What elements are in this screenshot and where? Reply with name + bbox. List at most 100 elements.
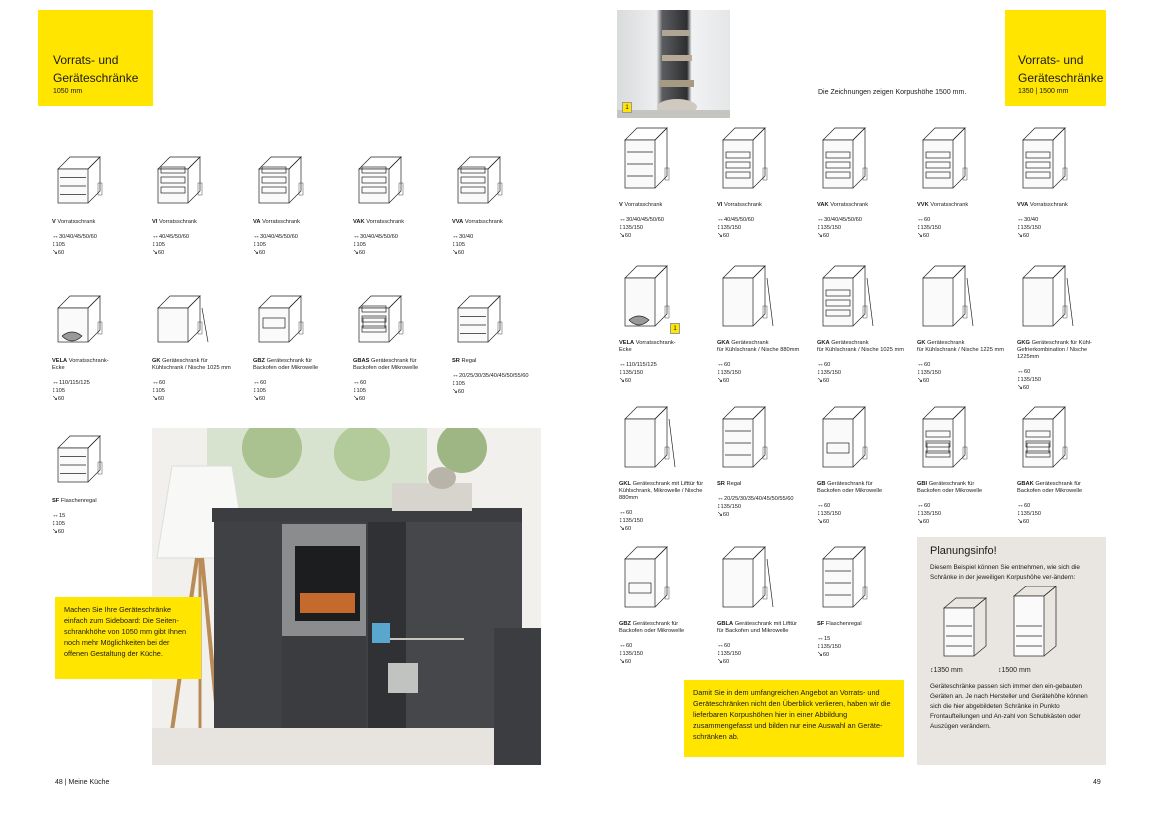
cabinet-code: GK [917,340,926,346]
cabinet-title: Vorratsschrank [624,202,663,208]
cabinet-specs: 40/45/50/6010560 [152,233,244,257]
cabinet-title: Geräteschrank mit Lifttür für [632,481,704,487]
cabinet-code: VI [717,202,723,208]
fridge-icon [722,265,774,327]
fridge-drawer-icon [822,265,874,327]
cabinet-title: Vorratsschrank [262,219,301,225]
corner-badge: 1 [670,323,680,334]
cabinet-specs: 30/40/45/50/6010560 [353,233,445,257]
width-spec: 60 [619,642,711,650]
cabinet-name: VI Vorratsschrank [152,219,244,226]
planning-info-box: Planungsinfo! Diesem Beispiel können Sie… [917,537,1106,765]
cabinet-code: VAK [353,219,365,225]
right-title-line2: Geräteschränke [1018,71,1104,85]
width-spec: 110/115/125 [52,379,144,387]
width-spec: 20/25/30/35/40/45/50/55/60 [717,495,809,503]
right-callout: Damit Sie in dem umfangreichen Angebot a… [684,680,904,757]
cabinet-name: VVA Vorratsschrank [1017,202,1109,209]
cabinet-item: VI Vorratsschrank 40/45/50/6010560 [152,143,244,257]
cabinet-specs: 30/40/45/50/6010560 [52,233,144,257]
height-spec: 135/150 [717,503,809,511]
depth-spec: 60 [717,511,809,519]
cabinet-item: VAK Vorratsschrank30/40/45/50/60135/1506… [817,126,909,240]
width-spec: 20/25/30/35/40/45/50/55/60 [452,372,544,380]
height-spec: 135/150 [1017,510,1109,518]
depth-spec: 60 [917,377,1009,385]
width-spec: 30/40 [1017,216,1109,224]
right-title-line1: Vorrats- und [1018,53,1084,67]
cabinet-name: GKG Geräteschrank für Kühl-Gefrierkombin… [1017,340,1109,361]
height-spec: 135/150 [817,224,909,232]
planning-height-2: 1500 mm [998,667,1031,674]
cabinet-specs: 60135/15060 [1017,502,1109,526]
oven-icon [258,295,304,343]
cabinet-code: SF [817,621,825,627]
depth-spec: 60 [353,395,445,403]
planning-cabinet-drawings [943,586,1057,657]
cabinet-title: Geräteschrank für [266,358,313,364]
oven-icon [822,406,868,468]
depth-spec: 60 [1017,518,1109,526]
cabinet-name: V Vorratsschrank [619,202,711,209]
height-spec: 105 [353,241,445,249]
cabinet-title: Geräteschrank für [371,358,417,364]
depth-spec: 60 [619,658,711,666]
depth-spec: 60 [52,395,144,403]
cabinet-item: VELA Vorratsschrank-Ecke110/115/12510560 [52,282,144,403]
left-subtitle: 1050 mm [53,88,83,95]
height-spec: 135/150 [817,643,909,651]
oven-drawers-icon [922,406,968,468]
depth-spec: 60 [717,658,809,666]
cabinet-item: SF Flaschenregal15135/15060 [817,545,909,659]
bottle-rack-icon [822,546,868,608]
height-spec: 105 [52,520,144,528]
width-spec: 40/45/50/60 [717,216,809,224]
width-spec: 30/40/45/50/60 [52,233,144,241]
cabinet-title: Vorratsschrank [57,219,96,225]
cabinet-item: VA Vorratsschrank30/40/45/50/6010560 [253,143,345,257]
height-spec: 135/150 [917,510,1009,518]
cabinet-specs: 60135/15060 [817,502,909,526]
depth-spec: 60 [817,651,909,659]
cabinet-code: GKA [817,340,830,346]
depth-spec: 60 [917,232,1009,240]
cabinet-code: VAK [817,202,829,208]
cabinet-code: GKG [1017,340,1030,346]
cabinet-specs: 60135/15060 [1017,368,1109,392]
cabinet-title: Vorratsschrank [1029,202,1068,208]
cabinet-specs: 60135/15060 [817,361,909,385]
left-title-line2: Geräteschränke [53,71,139,85]
cabinet-item: SR Regal20/25/30/35/40/45/50/55/60135/15… [717,405,809,519]
width-spec: 60 [152,379,244,387]
pullout-photo-drawing [617,30,730,118]
width-spec: 30/40/45/50/60 [253,233,345,241]
width-spec: 60 [917,361,1009,369]
depth-spec: 60 [152,249,244,257]
cabinet-title: Vorratsschrank [723,202,762,208]
height-spec: 135/150 [1017,376,1109,384]
cabinet-specs: 20/25/30/35/40/45/50/55/60135/15060 [717,495,809,519]
cabinet-title: Vorratsschrank- [635,340,676,346]
height-spec: 135/150 [917,224,1009,232]
cabinet-title: Vorratsschrank [930,202,969,208]
height-spec: 135/150 [619,224,711,232]
cabinet-item: VELA Vorratsschrank-Ecke110/115/125135/1… [619,264,711,385]
cabinet-specs: 60135/15060 [917,216,1009,240]
cabinet-specs: 60135/15060 [917,361,1009,385]
width-spec: 60 [917,216,1009,224]
cabinet-specs: 6010560 [152,379,244,403]
cabinet-name: SF Flaschenregal [817,621,909,628]
depth-spec: 60 [717,232,809,240]
cabinet-title: Geräteschrank [831,340,869,346]
height-spec: 135/150 [717,650,809,658]
width-spec: 15 [52,512,144,520]
